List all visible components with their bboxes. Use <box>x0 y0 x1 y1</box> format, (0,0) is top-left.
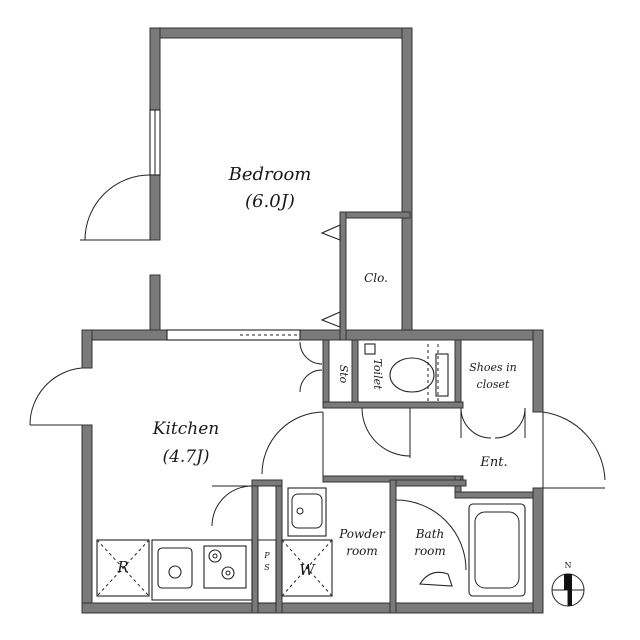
washer-label: W <box>299 561 316 579</box>
bedroom-size: (6.0J) <box>245 191 295 212</box>
ps-label-top: P <box>263 551 270 560</box>
shoes-label-2: closet <box>477 378 510 391</box>
kitchen-size: (4.7J) <box>162 447 209 467</box>
refrigerator-label: R <box>116 558 128 576</box>
doors <box>29 174 606 571</box>
kitchen-label: Kitchen <box>152 419 219 439</box>
washer <box>281 539 333 597</box>
stove-icon <box>208 549 235 580</box>
bedroom-window <box>149 109 161 176</box>
bath-stool <box>419 571 453 587</box>
pipe-space <box>257 539 277 604</box>
toilet-icon <box>364 343 449 402</box>
bath-label-1: Bath <box>415 527 445 541</box>
refrigerator <box>96 539 150 597</box>
compass-icon: N <box>551 561 585 607</box>
exterior-walls <box>81 27 544 614</box>
bedroom-label: Bedroom <box>228 164 312 185</box>
powder-label-1: Powder <box>338 527 386 541</box>
kitchen-counter <box>151 539 253 601</box>
powder-label-2: room <box>346 544 378 558</box>
bedroom-sliding-door <box>166 329 301 341</box>
washbasin <box>287 487 327 537</box>
room-labels: Bedroom (6.0J) Clo. Sto Toilet Shoes in … <box>116 164 516 579</box>
compass-label: N <box>565 561 572 570</box>
closet-doors <box>320 224 341 328</box>
ps-label-bottom: S <box>264 563 270 572</box>
toilet-label: Toilet <box>371 358 384 390</box>
entrance-label: Ent. <box>479 455 507 470</box>
bath-label-2: room <box>414 544 446 558</box>
closet-label: Clo. <box>364 271 388 285</box>
bathtub <box>468 503 526 597</box>
shoes-label-1: Shoes in <box>469 361 517 374</box>
storage-label: Sto <box>337 365 350 384</box>
